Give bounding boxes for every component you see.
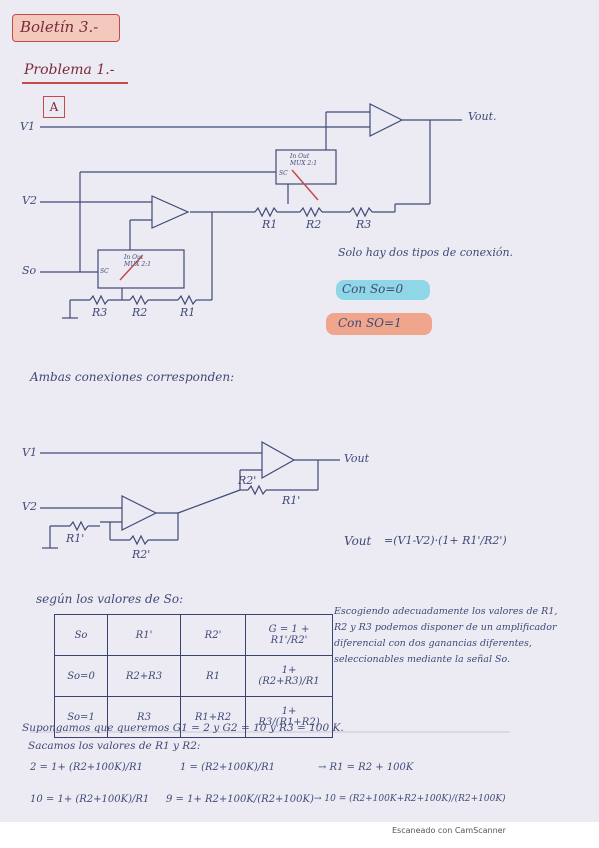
table-intro: según los valores de So: <box>36 592 184 606</box>
opamp-middle <box>151 195 190 229</box>
table-header: R2' <box>180 614 246 656</box>
c2-label-r1p-right: R1' <box>282 494 301 507</box>
bottom-line-2: Sacamos los valores de R1 y R2: <box>28 740 201 752</box>
mux-bottom <box>97 249 185 289</box>
mux-top-label: In Out MUX 2:1 <box>290 153 318 167</box>
resistor-r3-bottom <box>89 294 109 306</box>
label-r3-top: R3 <box>356 218 372 231</box>
table-cell: So=1 <box>54 696 108 738</box>
note-s0-1: Con SO=1 <box>338 316 402 330</box>
label-r2-bottom: R2 <box>132 306 148 319</box>
note-s0-0: Con So=0 <box>342 282 404 296</box>
label-v2: V2 <box>22 194 37 207</box>
eq-1c: → R1 = R2 + 100K <box>318 762 414 773</box>
eq-2b: 9 = 1+ R2+100K/(R2+100K) <box>166 794 314 805</box>
part-label: A <box>43 96 65 118</box>
label-v1: V1 <box>20 120 35 133</box>
mux-bottom-sc: SC <box>100 268 109 275</box>
eq-2c: → 10 = (R2+100K+R2+100K)/(R2+100K) <box>314 794 506 804</box>
highlight-orange <box>326 313 432 335</box>
mux-top-sc: SC <box>279 170 288 177</box>
resistor-c2-r2p-right <box>247 484 267 496</box>
resistor-r1-bottom <box>177 294 197 306</box>
table-cell: R3 <box>107 696 181 738</box>
table-note: Escogiendo adecuadamente los valores de … <box>334 606 558 665</box>
mux-top <box>275 149 337 185</box>
bottom-line-1: Supongamos que queremos G1 = 2 y G2 = 10… <box>22 722 344 734</box>
label-r3-bottom: R3 <box>92 306 108 319</box>
label-r1-top: R1 <box>262 218 278 231</box>
label-vout: Vout. <box>468 110 497 123</box>
problem-heading: Problema 1.- <box>24 62 115 78</box>
c2-label-v2: V2 <box>22 500 37 513</box>
problem-underline <box>22 82 128 84</box>
eq-2a: 10 = 1+ (R2+100K)/R1 <box>30 794 150 805</box>
table-header-row: So R1' R2' G = 1 + R1'/R2' <box>54 614 333 656</box>
table-cell: R1+R2 <box>180 696 246 738</box>
resistor-r1-top <box>254 206 278 218</box>
opamp-c2-right <box>261 440 296 480</box>
scanner-watermark: Escaneado con CamScanner <box>392 826 506 835</box>
table-header: R1' <box>107 614 181 656</box>
c2-label-r2p-right: R2' <box>238 474 257 487</box>
resistor-r2-top <box>299 206 323 218</box>
c2-label-r2p-left: R2' <box>132 548 151 561</box>
c2-label-v1: V1 <box>22 446 37 459</box>
eq-1a: 2 = 1+ (R2+100K)/R1 <box>30 762 143 773</box>
label-r1-bottom: R1 <box>180 306 196 319</box>
title-highlight <box>12 14 120 42</box>
label-s0: So <box>22 264 37 277</box>
resistor-c2-r2p-left <box>129 534 149 546</box>
c2-label-r1p-left: R1' <box>66 532 85 545</box>
page-title: Boletín 3.- <box>20 18 99 36</box>
scanned-page: Boletín 3.- Problema 1.- A <box>0 0 599 822</box>
formula-lhs: Vout <box>344 534 372 548</box>
table-header: So <box>54 614 108 656</box>
table-row: So=0 R2+R3 R1 1+ (R2+R3)/R1 <box>54 655 333 697</box>
eq-1b: 1 = (R2+100K)/R1 <box>180 762 275 773</box>
table-cell: 1+ R3/(R1+R2) <box>245 696 333 738</box>
table-cell: R1 <box>180 655 246 697</box>
opamp-top <box>369 103 404 137</box>
opamp-c2-left <box>121 495 158 531</box>
mux-bottom-label: In Out MUX 2:1 <box>124 254 152 268</box>
resistor-r3-top <box>349 206 373 218</box>
table-row: So=1 R3 R1+R2 1+ R3/(R1+R2) <box>54 696 333 738</box>
gain-table: So R1' R2' G = 1 + R1'/R2' So=0 R2+R3 R1… <box>54 614 333 738</box>
c2-label-vout: Vout <box>344 452 370 465</box>
note-both: Ambas conexiones corresponden: <box>30 370 235 384</box>
label-r2-top: R2 <box>306 218 322 231</box>
table-cell: R2+R3 <box>107 655 181 697</box>
table-header: G = 1 + R1'/R2' <box>245 614 333 656</box>
resistor-c2-r1p-left <box>69 520 89 532</box>
highlight-cyan <box>336 280 430 300</box>
table-cell: So=0 <box>54 655 108 697</box>
table-cell: 1+ (R2+R3)/R1 <box>245 655 333 697</box>
formula-rhs: =(V1-V2)·(1+ R1'/R2') <box>384 534 507 547</box>
resistor-r2-bottom <box>129 294 149 306</box>
note-two-types: Solo hay dos tipos de conexión. <box>338 246 514 259</box>
